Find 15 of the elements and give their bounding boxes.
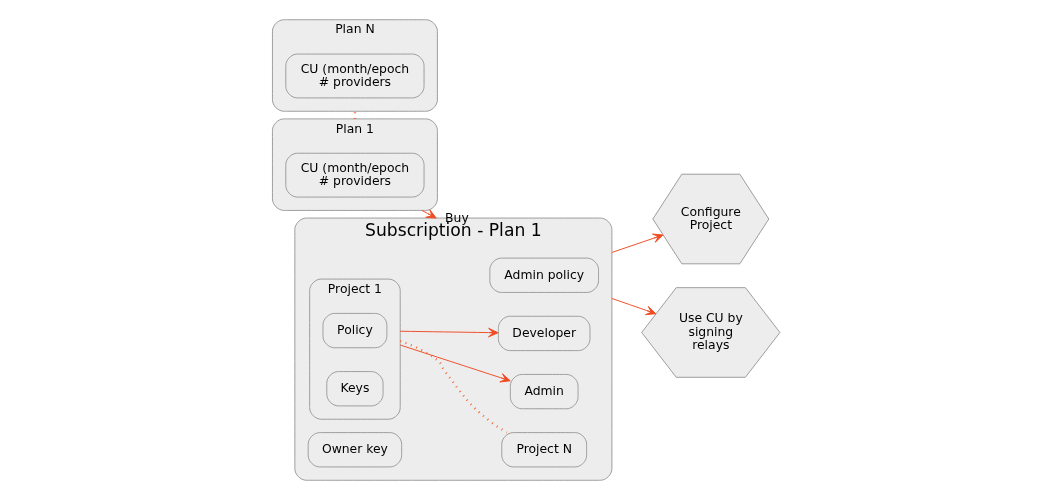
arrow bbox=[611, 297, 657, 316]
arrow bbox=[611, 233, 664, 253]
connector bbox=[399, 339, 508, 434]
node-box: Owner key bbox=[307, 432, 403, 468]
node-box: Admin bbox=[509, 373, 579, 410]
arrow bbox=[399, 327, 499, 338]
node-box: Policy bbox=[322, 312, 388, 349]
node-box: Project N bbox=[501, 432, 588, 468]
node-box: CU (month/epoch # providers bbox=[285, 53, 425, 99]
arrow bbox=[399, 344, 511, 383]
node-box: Developer bbox=[497, 315, 591, 352]
node-box: Admin policy bbox=[489, 257, 599, 293]
arrow bbox=[421, 209, 437, 219]
node-box: CU (month/epoch # providers bbox=[285, 152, 425, 198]
node-box: Keys bbox=[326, 371, 384, 407]
